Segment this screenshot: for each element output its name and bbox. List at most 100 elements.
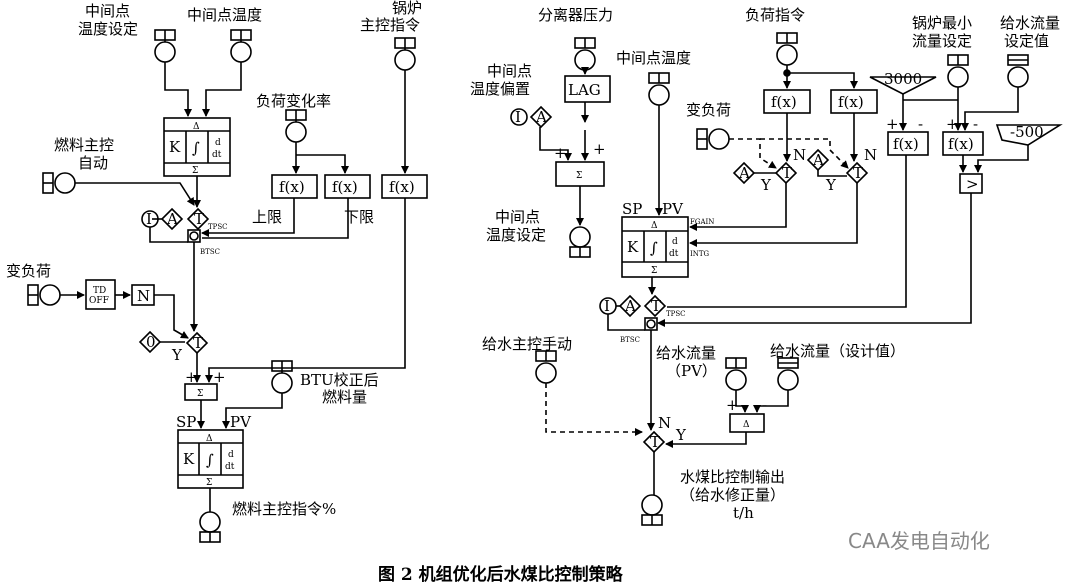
bias-i-a-group [510, 105, 553, 129]
left-sum-plus-1: + [185, 368, 198, 386]
left-fx-3: f(x) [389, 178, 415, 196]
right-out-1: 水煤比控制输出 [680, 468, 785, 486]
right-delta-minus: - [762, 396, 767, 414]
right-t1: T [782, 164, 792, 182]
left-var-load: 变负荷 [6, 262, 51, 280]
left-pid1-d: d [215, 138, 221, 148]
right-fw-set-1: 给水流量 [1000, 14, 1060, 32]
left-pid2-int: ∫ [206, 451, 214, 469]
left-n-block: N [137, 287, 150, 305]
right-pid-dt: dt [669, 249, 679, 259]
right-fx-3: f(x) [893, 135, 919, 153]
right-n2: N [864, 146, 877, 164]
left-boiler-cmd-2: 主控指令 [360, 16, 420, 34]
right-fw-set-2: 设定值 [1004, 32, 1049, 50]
left-output: 燃料主控指令% [232, 500, 336, 518]
right-i: I [604, 297, 610, 315]
left-a: A [166, 210, 178, 228]
right-pid-int: ∫ [650, 239, 658, 257]
right-pid-delta: Δ [651, 221, 658, 231]
figure-caption: 图 2 机组优化后水煤比控制策略 [378, 564, 624, 585]
right-t3: T [650, 433, 660, 451]
right-minus-a: - [918, 115, 923, 133]
right-a1: A [738, 164, 750, 182]
load-change-rate-transmitter [285, 109, 307, 143]
right-delta-sym: Δ [743, 420, 750, 430]
right-pid-k: K [627, 238, 639, 256]
left-i: I [146, 210, 152, 228]
right-fx-4: f(x) [948, 135, 974, 153]
right-fx-1: f(x) [771, 93, 797, 111]
right-fx-2: f(x) [838, 93, 864, 111]
zero-diamond [138, 330, 162, 354]
left-sp-label-2: 温度设定 [78, 20, 138, 38]
boiler-min-flow-transmitter [947, 54, 969, 88]
fw-pv-transmitter [725, 357, 747, 391]
left-fuel-auto-2: 自动 [78, 154, 108, 172]
left-pid2-d: d [228, 450, 234, 460]
lag-block [564, 75, 611, 103]
fw-flow-setpoint-transmitter [1007, 54, 1029, 88]
left-sum-plus-2: + [213, 368, 226, 386]
right-min-flow-2: 流量设定 [912, 32, 972, 50]
watermark: CAA发电自动化 [848, 529, 990, 553]
left-pv: PV [230, 413, 252, 431]
fuel-output-transmitter [199, 511, 221, 543]
left-fx-2: f(x) [332, 178, 358, 196]
left-btsc: BTSC [200, 248, 220, 256]
right-mid-temp: 中间点温度 [616, 49, 691, 67]
left-pid2-k: K [183, 450, 195, 468]
right-pv: PV [662, 200, 684, 218]
right-v3000: 3000 [884, 70, 922, 88]
left-td-2: OFF [89, 296, 109, 306]
left-pid2-delta: Δ [206, 434, 213, 444]
mid-temp-transmitter-right [648, 72, 670, 106]
right-btsc: BTSC [620, 336, 640, 344]
right-plus-b: + [946, 115, 959, 133]
boiler-master-command-transmitter [394, 37, 416, 71]
a-diamond-1 [732, 161, 756, 185]
var-load-transmitter-right [696, 128, 730, 150]
load-command-transmitter [776, 32, 798, 66]
right-out-2: （给水修正量） [680, 486, 785, 504]
left-t: T [194, 210, 204, 228]
left-y: Y [171, 346, 183, 364]
left-td-1: TD [93, 286, 106, 296]
btu-fuel-transmitter [271, 360, 293, 394]
left-zero: 0 [146, 333, 156, 351]
left-fx-1: f(x) [279, 178, 305, 196]
right-y2: Y [825, 176, 837, 194]
right-lag: LAG [568, 81, 601, 99]
right-fw-pv-1: 给水流量 [656, 344, 716, 362]
right-gt: > [966, 175, 979, 193]
output-transmitter-right [641, 494, 663, 526]
right-n3: N [658, 414, 671, 432]
right-delta-plus: + [726, 396, 739, 414]
right-minus-b: - [973, 115, 978, 133]
left-sp-label-1: 中间点 [85, 2, 130, 20]
left-btu-2: 燃料量 [322, 388, 367, 406]
fuel-auto-transmitter [42, 172, 76, 194]
left-pid1-delta: Δ [193, 122, 200, 132]
right-load-cmd: 负荷指令 [745, 6, 805, 24]
left-pv-label: 中间点温度 [187, 6, 262, 24]
var-load-transmitter-left [27, 284, 61, 306]
left-pid2-dt: dt [225, 462, 235, 472]
fw-design-transmitter [777, 357, 799, 391]
left-sum-sigma: Σ [197, 389, 203, 399]
pid-block-right [621, 216, 689, 278]
right-a: A [624, 297, 636, 315]
left-fuel-auto-1: 燃料主控 [54, 136, 114, 154]
right-y3: Y [675, 426, 687, 444]
left-pid2-sigma: Σ [206, 478, 212, 488]
left-boiler-cmd-1: 锅炉 [392, 0, 422, 17]
right-bias-2: 温度偏置 [470, 80, 530, 98]
right-bias-i: I [515, 108, 521, 126]
right-min-flow-1: 锅炉最小 [912, 14, 972, 32]
right-pid-sigma: Σ [651, 266, 657, 276]
right-t2: T [853, 164, 863, 182]
right-t: T [651, 297, 661, 315]
mid-point-temp-setpoint-transmitter [154, 29, 176, 63]
left-upper: 上限 [252, 208, 282, 226]
right-sum-sigma: Σ [576, 171, 582, 181]
